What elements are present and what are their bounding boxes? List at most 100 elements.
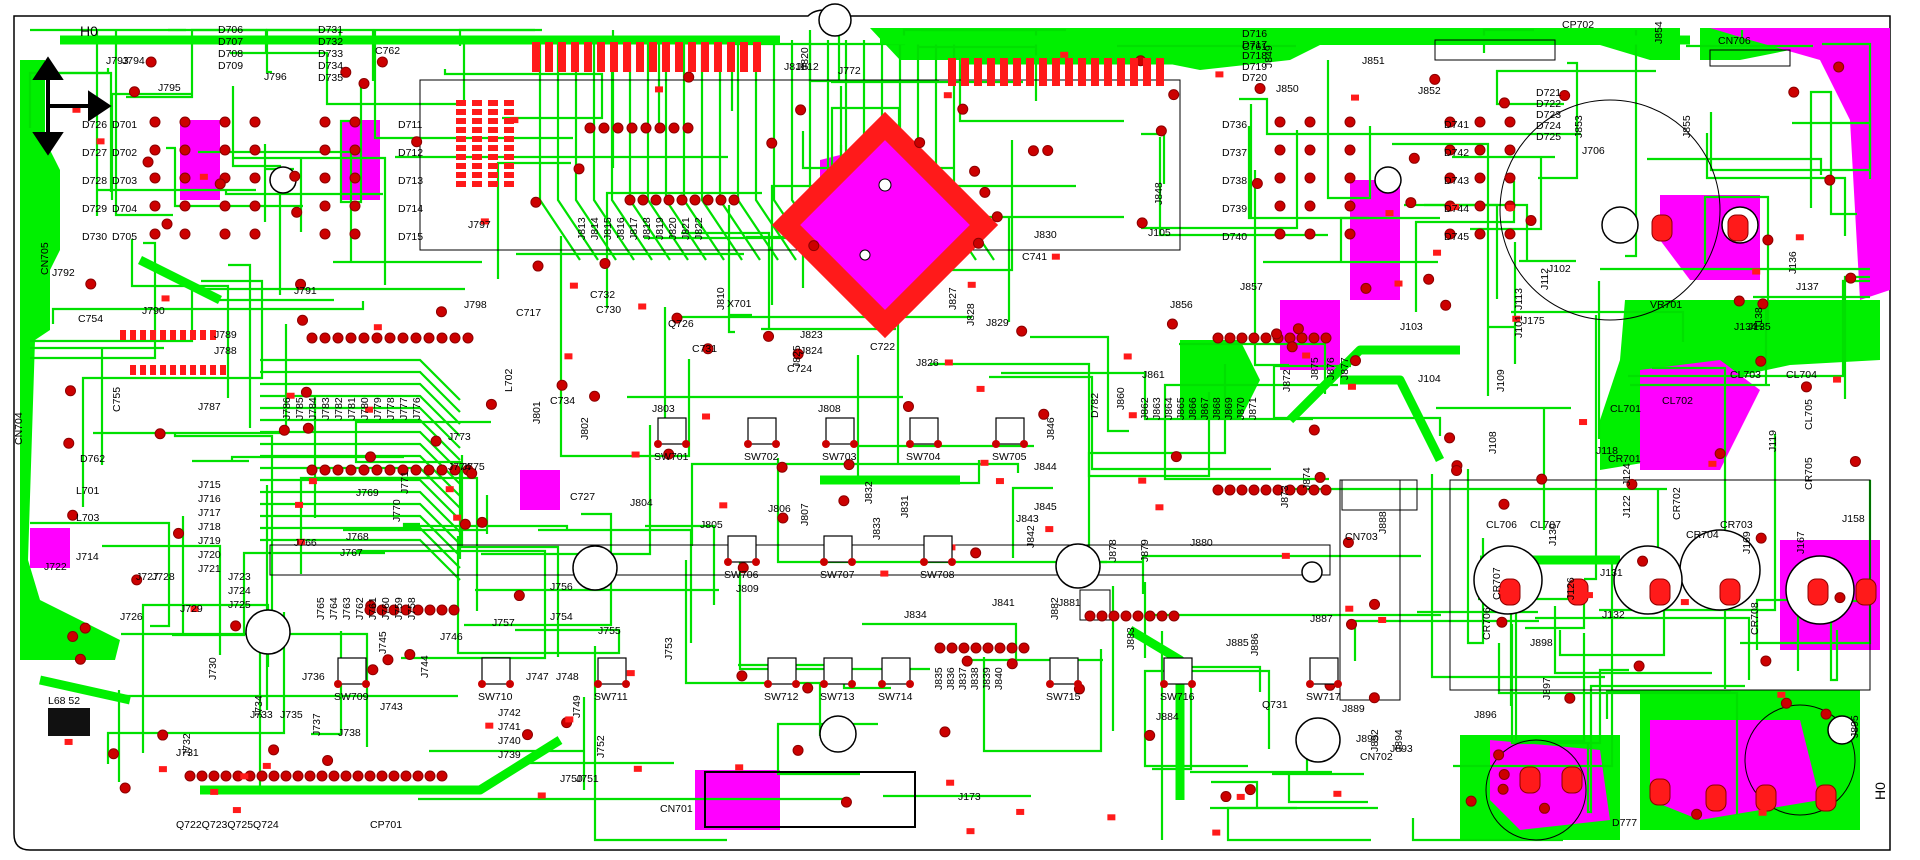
pad [736,670,748,682]
designator-label: J856 [1170,299,1193,311]
smd-pad [504,145,514,151]
pad [1096,610,1108,622]
pad [763,330,775,342]
mounting-hole [818,3,852,37]
smd-pad [1078,58,1086,86]
mounting-hole [1295,717,1341,763]
smd-pad [488,145,498,151]
smd-pad [966,828,975,835]
pad [319,116,331,128]
designator-label: J103 [1400,321,1423,333]
label-cl706: CL706 [1486,519,1517,531]
pad [1504,144,1516,156]
smd-pad [72,106,81,113]
trace [1703,195,1770,323]
pad [958,642,970,654]
designator-label: D705 [112,231,137,243]
trace [1809,90,1857,216]
smd-pad [130,330,136,340]
pad [358,78,370,90]
designator-label: D727 [82,147,107,159]
designator-label: J126 [1565,577,1577,600]
designator-label: J807 [799,503,811,526]
designator-label: D711 [398,119,422,131]
pad [1271,328,1283,340]
pad [599,257,611,269]
designator-label: J122 [1621,495,1633,518]
smd-pad [735,764,744,771]
pad [1444,172,1456,184]
smd-pad [199,173,208,180]
trace [172,551,385,637]
power-pad [1561,766,1583,794]
smd-pad [456,136,466,142]
pad [400,604,412,616]
power-pad [1649,578,1671,606]
designator-label: J857 [1240,281,1263,293]
trace [989,375,1271,471]
smd-pad [1026,58,1034,86]
pad [1308,332,1320,344]
pad [149,116,161,128]
designator-label: J112 [1539,268,1551,290]
smd-pad [160,365,166,375]
pad [1166,318,1178,330]
designator-label: D720 [1242,72,1267,84]
pad [1633,660,1645,672]
trace [1584,315,1598,581]
switch-label: SW714 [878,691,913,703]
mounting-hole [1301,561,1323,583]
smd-pad [504,172,514,178]
pad [1559,90,1571,102]
trace [856,355,1034,481]
trace [260,502,461,545]
trace [1179,342,1327,394]
switch-body [923,535,953,563]
trace [1163,383,1338,481]
pad [268,744,280,756]
pad [295,278,307,290]
pad [682,440,690,448]
pad [119,782,131,794]
smd-pad [488,136,498,142]
mounting-hole [1374,166,1402,194]
designator-label: J826 [916,357,939,369]
pad [1496,616,1508,628]
pad [1800,381,1812,393]
smd-pad [1013,58,1021,86]
smd-pad [995,478,1004,485]
pad [220,770,232,782]
pad [1429,73,1441,85]
trace [831,30,1023,84]
trace [690,462,1020,546]
designator-label: D704 [112,203,137,215]
designator-label: D731 [318,24,343,36]
pad [682,122,694,134]
pad [478,680,486,688]
designator-label: D712 [398,147,423,159]
direction-arrow-icon [32,56,112,156]
designator-label: J746 [440,631,463,643]
power-pad [1519,766,1541,794]
designator-label: J865 [1175,397,1187,420]
trace [130,239,230,398]
trace [28,71,113,192]
pad [556,379,568,391]
designator-label: J875 [1309,357,1321,380]
pad [1160,680,1168,688]
designator-label: D744 [1444,203,1469,215]
pad [532,260,544,272]
designator-label: J851 [1362,55,1385,67]
pad [349,116,361,128]
trace [1247,104,1369,220]
smd-pad [453,514,462,521]
pad [319,200,331,212]
smd-pad [64,738,73,745]
designator-label: J818 [641,217,653,240]
designator-label: J820 [799,47,811,70]
pad [640,122,652,134]
pad [280,770,292,782]
smd-pad [880,570,889,577]
designator-label: J897 [1541,677,1553,700]
smd-pad [1708,460,1717,467]
